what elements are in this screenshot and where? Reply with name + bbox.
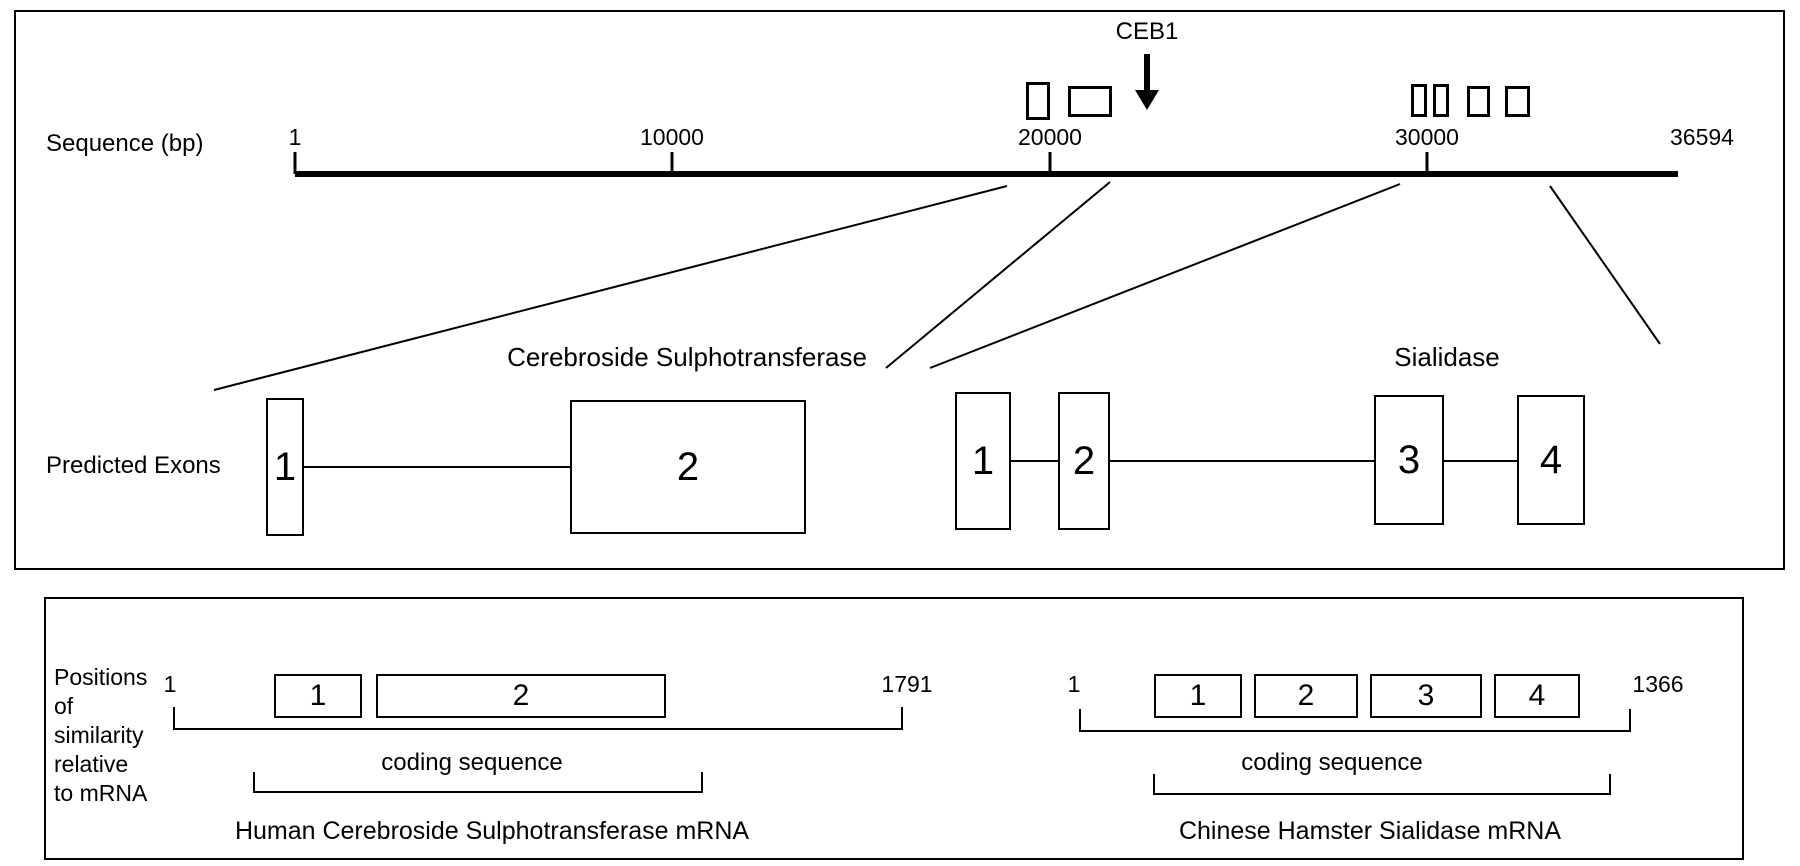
- human-mrna-start-position: 1: [163, 671, 177, 697]
- axis-tick-label-30000: 30000: [1395, 124, 1459, 150]
- human-mrna-exon-2: 2: [376, 674, 666, 718]
- sialidase-genomic-exon-4: [1505, 86, 1530, 117]
- sialidase-predicted-exon-3: 3: [1374, 395, 1444, 525]
- positions-of-similarity-label: Positions of similarity relative to mRNA: [54, 663, 147, 808]
- genomic-sequence-panel: Sequence (bp) 1 10000 20000 30000 36594 …: [14, 10, 1785, 570]
- hamster-coding-bracket: [1153, 774, 1611, 795]
- hamster-mrna-exon-1: 1: [1154, 674, 1242, 718]
- axis-tick-label-10000: 10000: [640, 124, 704, 150]
- sialidase-gene-title: Sialidase: [1394, 342, 1500, 372]
- sialidase-predicted-exon-1: 1: [955, 392, 1011, 530]
- human-mrna-end-position: 1791: [881, 671, 933, 697]
- section-label-line: similarity: [54, 722, 144, 748]
- hamster-mrna-end-position: 1366: [1632, 671, 1684, 697]
- cerebroside-genomic-exon-2: [1068, 86, 1112, 117]
- hamster-coding-sequence-label: coding sequence: [1241, 749, 1423, 776]
- human-mrna-exon-1: 1: [274, 674, 362, 718]
- hamster-mrna-exon-2: 2: [1254, 674, 1358, 718]
- axis-tick-label-20000: 20000: [1018, 124, 1082, 150]
- zoom-line-cerebroside-right: [885, 181, 1111, 369]
- axis-tick-label-1: 1: [288, 124, 302, 150]
- zoom-line-sialidase-right: [1549, 185, 1661, 345]
- sialidase-predicted-exon-4: 4: [1517, 395, 1585, 525]
- hamster-mrna-exon-4: 4: [1494, 674, 1580, 718]
- section-label-line: relative: [54, 751, 129, 777]
- mrna-similarity-panel: Positions of similarity relative to mRNA…: [44, 597, 1744, 860]
- sialidase-genomic-exon-1: [1411, 84, 1427, 117]
- sialidase-predicted-exon-2: 2: [1058, 392, 1110, 530]
- ceb1-arrow-icon: [1135, 54, 1159, 110]
- human-coding-sequence-label: coding sequence: [381, 749, 563, 776]
- cerebroside-genomic-exon-1: [1026, 82, 1050, 120]
- predicted-exons-label: Predicted Exons: [46, 452, 221, 479]
- cerebroside-predicted-exon-1: 1: [266, 398, 304, 536]
- sequence-axis-label: Sequence (bp): [46, 130, 204, 157]
- section-label-line: to mRNA: [54, 780, 148, 806]
- sialidase-genomic-exon-3: [1467, 86, 1490, 117]
- hamster-mrna-exon-3: 3: [1370, 674, 1482, 718]
- hamster-mrna-start-position: 1: [1067, 671, 1081, 697]
- section-label-line: of: [54, 693, 74, 719]
- sialidase-genomic-exon-2: [1433, 84, 1449, 117]
- human-mrna-caption: Human Cerebroside Sulphotransferase mRNA: [234, 817, 750, 845]
- hamster-mrna-caption: Chinese Hamster Sialidase mRNA: [1178, 817, 1562, 845]
- cerebroside-predicted-exon-2: 2: [570, 400, 806, 534]
- zoom-line-sialidase-left: [929, 183, 1401, 369]
- axis-end-label: 36594: [1670, 124, 1734, 150]
- ceb1-marker-label: CEB1: [1115, 18, 1179, 45]
- cerebroside-gene-title: Cerebroside Sulphotransferase: [507, 342, 867, 372]
- section-label-line: Positions: [54, 664, 148, 690]
